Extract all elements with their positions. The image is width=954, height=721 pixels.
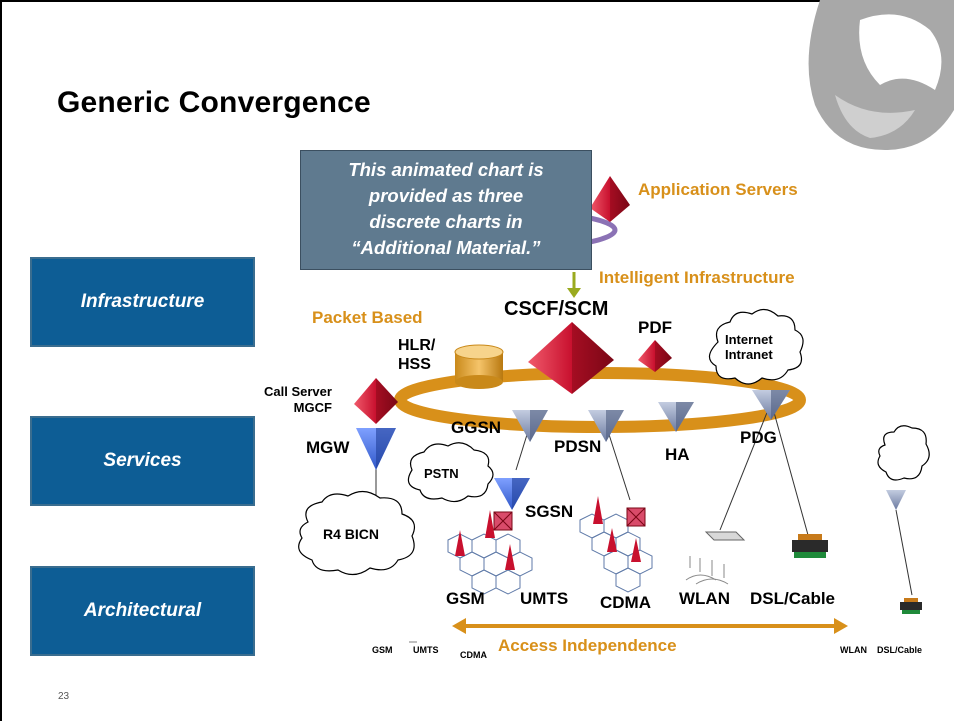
small-gsm-label: GSM: [372, 645, 393, 655]
animation-note-box: This animated chart is provided as three…: [300, 150, 592, 270]
call-server-line1: Call Server: [264, 384, 332, 399]
infrastructure-label: Infrastructure: [80, 291, 205, 312]
mgw-label: MGW: [306, 438, 350, 457]
services-label: Services: [103, 450, 182, 471]
note-line-1: This animated chart is: [348, 159, 544, 180]
slide-left-border: [0, 0, 2, 721]
globe-logo-icon: [808, 0, 954, 150]
note-line-4: “Additional Material.”: [351, 237, 541, 258]
wlan-access-point-icon: [685, 531, 746, 585]
application-servers-label: Application Servers: [638, 180, 798, 199]
small-wlan-label: WLAN: [840, 645, 867, 655]
down-arrow-icon: [567, 272, 581, 298]
internet-intranet-label: Internet Intranet: [725, 332, 773, 362]
r4-bicn-cloud-icon: [298, 490, 415, 576]
gsm-umts-towers-icon: [447, 510, 533, 595]
access-independence-label: Access Independence: [498, 636, 677, 655]
small-marker: [409, 641, 417, 643]
small-umts-label: UMTS: [413, 645, 439, 655]
ha-pyramid-icon: [658, 402, 694, 432]
call-server-pyramid-icon: [354, 378, 398, 424]
pdg-label: PDG: [740, 428, 777, 447]
slide-title: Generic Convergence: [57, 86, 371, 119]
dsl-modem-icon: [792, 534, 828, 558]
internet-cloud-icon: [708, 308, 804, 385]
hss-label: HSS: [398, 356, 431, 373]
cdma-towers-icon: [579, 496, 653, 593]
pdg-pyramid-icon: [752, 390, 790, 420]
small-pdg-pyramid-icon: [886, 490, 906, 510]
call-server-label: Call Server MGCF: [264, 384, 332, 416]
slide-number: 23: [58, 691, 70, 702]
cscf-label: CSCF/SCM: [504, 298, 609, 320]
pstn-cloud-icon: [407, 442, 494, 503]
small-cdma-label: CDMA: [460, 650, 487, 660]
pdsn-label: PDSN: [554, 437, 602, 456]
ggsn-label: GGSN: [451, 418, 502, 437]
note-line-3: discrete charts in: [369, 211, 523, 232]
cscf-pyramid-icon: [528, 322, 614, 394]
packet-based-label: Packet Based: [312, 308, 423, 327]
hlr-hss-label: HLR/ HSS: [398, 336, 435, 374]
hlr-label: HLR/: [398, 337, 436, 354]
slide-top-border: [0, 0, 954, 2]
small-dsl-modem-icon: [900, 598, 922, 614]
dsl-cable-label: DSL/Cable: [750, 589, 836, 608]
note-line-2: provided as three: [368, 185, 524, 206]
pdsn-pyramid-icon: [588, 410, 624, 442]
services-box: Services: [30, 416, 255, 506]
intelligent-infrastructure-label: Intelligent Infrastructure: [599, 268, 795, 287]
gsm-label: GSM: [446, 589, 485, 608]
small-dsl-label: DSL/Cable: [877, 645, 923, 655]
call-server-line2: MGCF: [293, 400, 332, 415]
ggsn-pyramid-icon: [512, 410, 548, 442]
intranet-label: Intranet: [725, 347, 773, 362]
pstn-label: PSTN: [424, 466, 459, 481]
sgsn-pyramid-icon: [494, 478, 530, 510]
umts-label: UMTS: [520, 589, 569, 608]
small-internet-cloud-icon: [877, 425, 930, 481]
mgw-pyramid-icon: [356, 428, 396, 470]
cdma-label: CDMA: [600, 593, 651, 612]
infrastructure-box: Infrastructure: [30, 257, 255, 347]
access-independence-arrow: [452, 618, 848, 634]
internet-label: Internet: [725, 332, 773, 347]
hlr-database-icon: [454, 344, 504, 389]
ha-label: HA: [665, 445, 690, 464]
sgsn-label: SGSN: [525, 502, 574, 521]
architectural-label: Architectural: [83, 600, 202, 621]
application-server-pyramid-icon: [590, 176, 630, 222]
pdf-pyramid-icon: [638, 340, 672, 372]
wlan-label: WLAN: [679, 589, 730, 608]
r4-bicn-label: R4 BICN: [323, 526, 380, 542]
pdf-label: PDF: [638, 318, 672, 337]
architectural-box: Architectural: [30, 566, 255, 656]
